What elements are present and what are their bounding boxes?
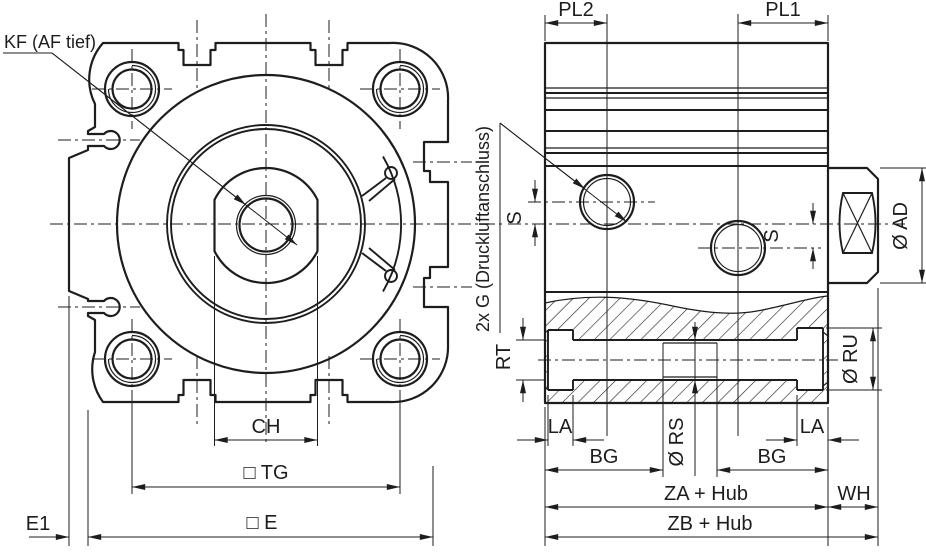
kf-label: KF (AF tief) <box>4 32 96 52</box>
ch-label: CH <box>252 416 281 438</box>
port-callout-label: 2x G (Druckluftanschluss) <box>473 126 493 332</box>
bolt-hole-top-left <box>92 49 172 129</box>
dimension-la-right: LA <box>766 395 859 446</box>
front-view: KF (AF tief) CH □ TG □ E E1 <box>3 14 503 546</box>
dimension-ch: CH <box>214 256 318 446</box>
dimension-e: □ E E1 <box>26 296 434 546</box>
s-bottom-label: S <box>761 229 783 242</box>
side-body-outline <box>543 41 830 405</box>
rt-label: RT <box>493 344 515 370</box>
dimension-rs: Ø RS <box>662 322 718 477</box>
bg-right-label: BG <box>758 446 787 468</box>
dimension-bg-left: BG <box>545 446 663 473</box>
dimension-la-left: LA <box>517 395 604 446</box>
sensor-arc-slot <box>361 156 402 292</box>
ru-label: Ø RU <box>840 334 862 384</box>
side-view: 2x G (Druckluftanschluss) PL2 PL1 S S <box>473 0 926 546</box>
groove-lines <box>545 87 828 293</box>
front-centerlines <box>50 14 503 444</box>
front-body-outline <box>67 41 450 404</box>
bolt-hole-bottom-left <box>92 319 172 399</box>
e1-label: E1 <box>26 513 50 535</box>
bg-left-label: BG <box>590 446 619 468</box>
la-right-label: LA <box>800 416 825 438</box>
dimension-s-top: S <box>504 180 538 246</box>
dimension-wh: WH <box>828 288 879 546</box>
za-label: ZA + Hub <box>664 483 748 505</box>
dimension-s-bottom: S <box>761 203 816 269</box>
pl2-label: PL2 <box>558 0 594 21</box>
dimension-rt: RT <box>493 318 546 402</box>
bolt-hole-top-right <box>360 49 440 129</box>
dimension-pl2: PL2 <box>544 0 607 41</box>
rod-boss-flats <box>213 166 319 285</box>
screw-channel <box>538 327 838 391</box>
tg-label: □ TG <box>243 462 288 484</box>
dimension-za: ZA + Hub <box>544 407 829 546</box>
rod-boss <box>828 166 880 285</box>
kf-callout: KF (AF tief) <box>3 32 298 246</box>
zb-label: ZB + Hub <box>667 513 752 535</box>
dimension-ru: Ø RU <box>826 327 882 391</box>
break-line <box>544 295 829 314</box>
dimension-tg: □ TG <box>131 390 401 494</box>
port-circles <box>528 14 821 436</box>
dimension-pl1: PL1 <box>738 0 829 41</box>
dimension-bg-right: BG <box>717 446 828 473</box>
pl1-label: PL1 <box>765 0 801 21</box>
s-top-label: S <box>504 211 526 224</box>
la-left-label: LA <box>548 416 573 438</box>
rs-label: Ø RS <box>666 418 688 467</box>
wh-label: WH <box>837 483 870 505</box>
dimension-ad: Ø AD <box>880 167 926 284</box>
bolt-hole-bottom-right <box>360 319 440 399</box>
e-label: □ E <box>247 512 278 534</box>
port-callout: 2x G (Druckluftanschluss) <box>473 122 628 333</box>
ad-label: Ø AD <box>890 202 912 250</box>
dimension-zb: ZB + Hub <box>545 513 878 540</box>
section-hatch <box>544 295 829 403</box>
